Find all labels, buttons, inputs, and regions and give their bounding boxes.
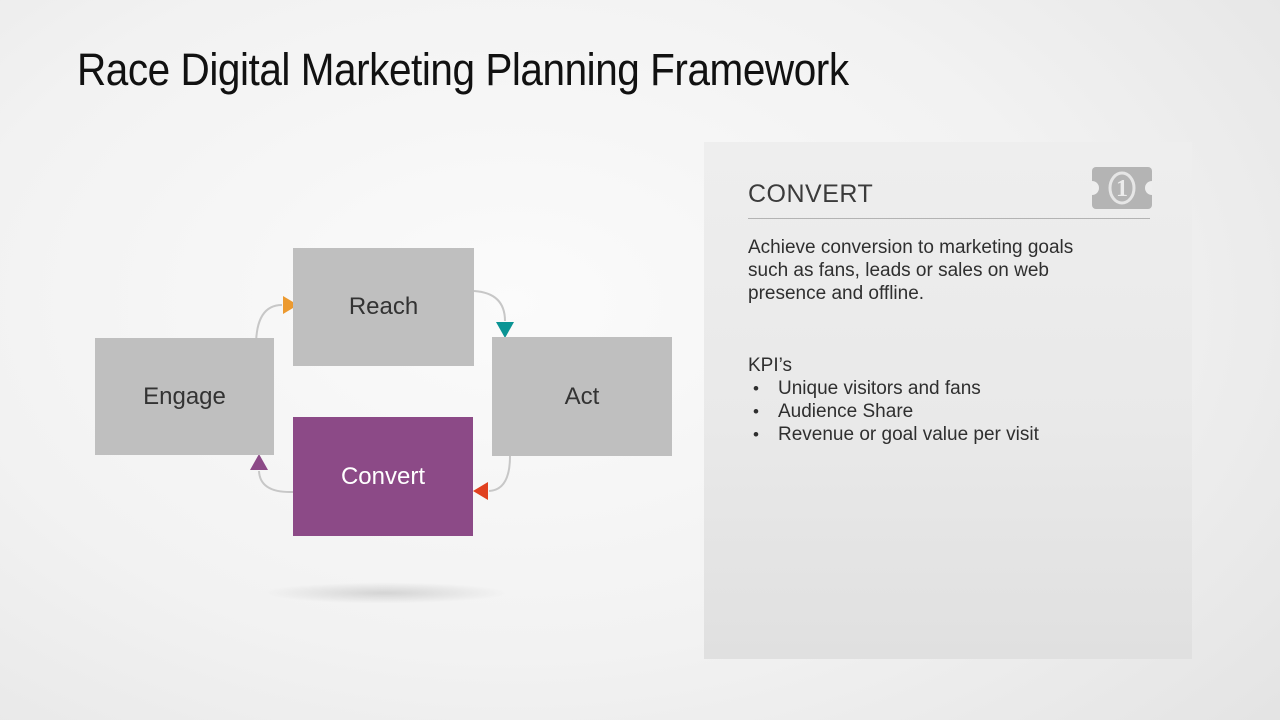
banknote-digit: 1 bbox=[1116, 176, 1128, 202]
panel-heading: CONVERT bbox=[748, 180, 874, 208]
node-engage-label: Engage bbox=[143, 382, 226, 410]
diagram-shadow bbox=[222, 579, 547, 607]
arc-act-to-convert bbox=[488, 455, 511, 492]
kpi-item-text: Unique visitors and fans bbox=[778, 378, 981, 399]
arrowhead-reach-to-act-icon bbox=[496, 322, 514, 338]
arc-convert-to-engage bbox=[258, 470, 294, 494]
slide-title: Race Digital Marketing Planning Framewor… bbox=[77, 44, 849, 95]
kpi-list: • Unique visitors and fans • Audience Sh… bbox=[748, 377, 1150, 446]
node-act-label: Act bbox=[564, 382, 600, 410]
banknote-icon: 1 bbox=[1092, 167, 1152, 209]
node-act: Act bbox=[492, 337, 672, 456]
kpi-heading: KPI’s bbox=[748, 355, 793, 376]
node-reach: Reach bbox=[293, 248, 474, 366]
node-convert-label: Convert bbox=[340, 462, 426, 490]
kpi-item: • Revenue or goal value per visit bbox=[748, 423, 1150, 446]
panel-divider bbox=[748, 218, 1150, 219]
arc-reach-to-act bbox=[473, 290, 506, 322]
detail-panel: CONVERT 1 Achieve conversion to marketin… bbox=[704, 142, 1192, 659]
bullet-icon: • bbox=[753, 402, 759, 421]
arrowhead-act-to-convert-icon bbox=[473, 482, 488, 500]
node-reach-label: Reach bbox=[348, 293, 419, 320]
bullet-icon: • bbox=[753, 379, 759, 398]
kpi-item: • Audience Share bbox=[748, 400, 1150, 423]
panel-header: CONVERT 1 bbox=[748, 166, 1152, 218]
kpi-item-text: Revenue or goal value per visit bbox=[778, 424, 1039, 445]
panel-description: Achieve conversion to marketing goals su… bbox=[748, 237, 1074, 304]
node-engage: Engage bbox=[95, 338, 274, 455]
kpi-item-text: Audience Share bbox=[778, 401, 914, 422]
kpi-section: KPI’s • Unique visitors and fans • Audie… bbox=[748, 354, 1150, 446]
node-convert: Convert bbox=[293, 417, 473, 536]
arrowhead-convert-to-engage-icon bbox=[250, 454, 268, 470]
bullet-icon: • bbox=[753, 425, 759, 444]
kpi-item: • Unique visitors and fans bbox=[748, 377, 1150, 400]
